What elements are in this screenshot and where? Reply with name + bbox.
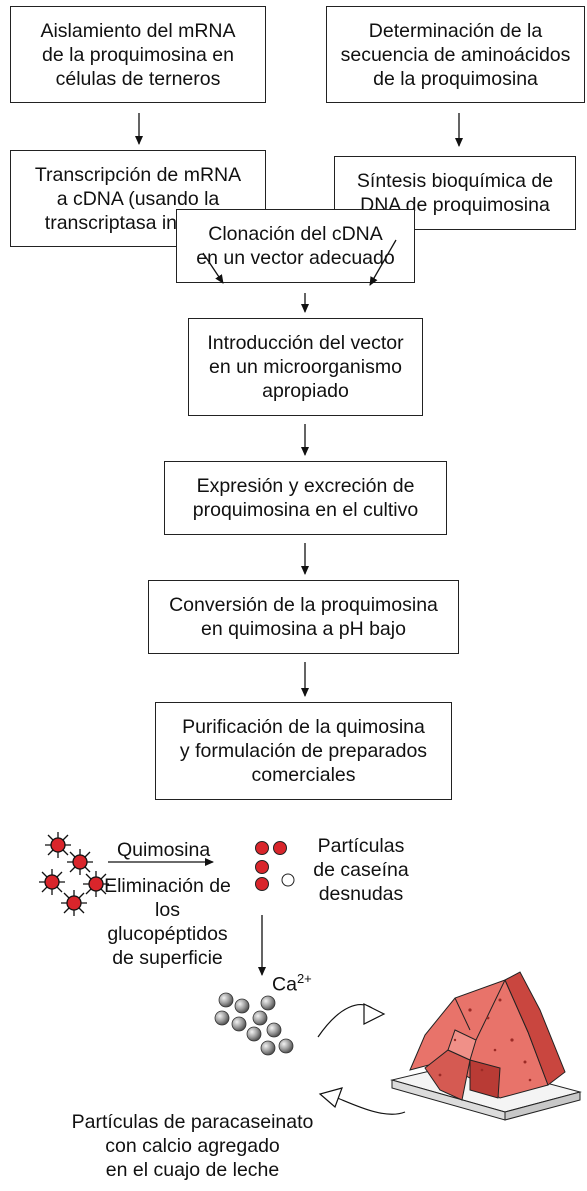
cheese-illustration xyxy=(390,971,582,1121)
label-paracaseinate: Partículas de paracaseinato con calcio a… xyxy=(71,1111,314,1181)
casein-micelles-with-glycopeptides xyxy=(39,832,109,916)
paracaseinate-aggregate xyxy=(214,992,294,1056)
arrow-3-5 xyxy=(202,252,224,284)
label-naked-casein: Partículas de caseína desnudas xyxy=(313,835,409,905)
arrow-4-5 xyxy=(369,239,397,286)
box-transcription-text: Transcripción de mRNA a cDNA (usando la … xyxy=(34,163,242,234)
label-calcium-base: Ca xyxy=(272,973,297,996)
box-mrna-isolation: Aislamiento del mRNA de la proquimosina … xyxy=(10,6,266,103)
box-conversion: Conversión de la proquimosina en quimosi… xyxy=(148,580,459,654)
exchange-arrows xyxy=(317,1003,406,1115)
box-cloning-text: Clonación del cDNA en un vector adecuado xyxy=(196,223,395,269)
label-calcium-charge: 2+ xyxy=(296,971,312,986)
box-expression-text: Expresión y excreción de proquimosina en… xyxy=(192,475,419,521)
box-conversion-text: Conversión de la proquimosina en quimosi… xyxy=(169,594,438,640)
box-amino-acid-sequence: Determinación de la secuencia de aminoác… xyxy=(326,6,585,103)
naked-casein-particles xyxy=(255,841,295,891)
label-calcium: Ca2+ xyxy=(272,943,312,997)
box-vector-introduction-text: Introducción del vector en un microorgan… xyxy=(207,332,404,402)
box-purification-text: Purificación de la quimosina y formulaci… xyxy=(179,716,428,786)
box-amino-acid-sequence-text: Determinación de la secuencia de aminoác… xyxy=(340,19,571,90)
label-glycopeptide-removal: Eliminación de los glucopéptidos de supe… xyxy=(104,875,231,969)
box-purification: Purificación de la quimosina y formulaci… xyxy=(155,702,452,800)
box-expression: Expresión y excreción de proquimosina en… xyxy=(164,461,447,535)
box-mrna-isolation-text: Aislamiento del mRNA de la proquimosina … xyxy=(40,19,236,90)
box-vector-introduction: Introducción del vector en un microorgan… xyxy=(188,318,423,416)
box-dna-synthesis-text: Síntesis bioquímica de DNA de proquimosi… xyxy=(356,170,554,216)
label-quimosina: Quimosina xyxy=(117,839,211,861)
box-cloning: Clonación del cDNA en un vector adecuado xyxy=(176,209,415,283)
flow-arrows xyxy=(108,113,463,976)
